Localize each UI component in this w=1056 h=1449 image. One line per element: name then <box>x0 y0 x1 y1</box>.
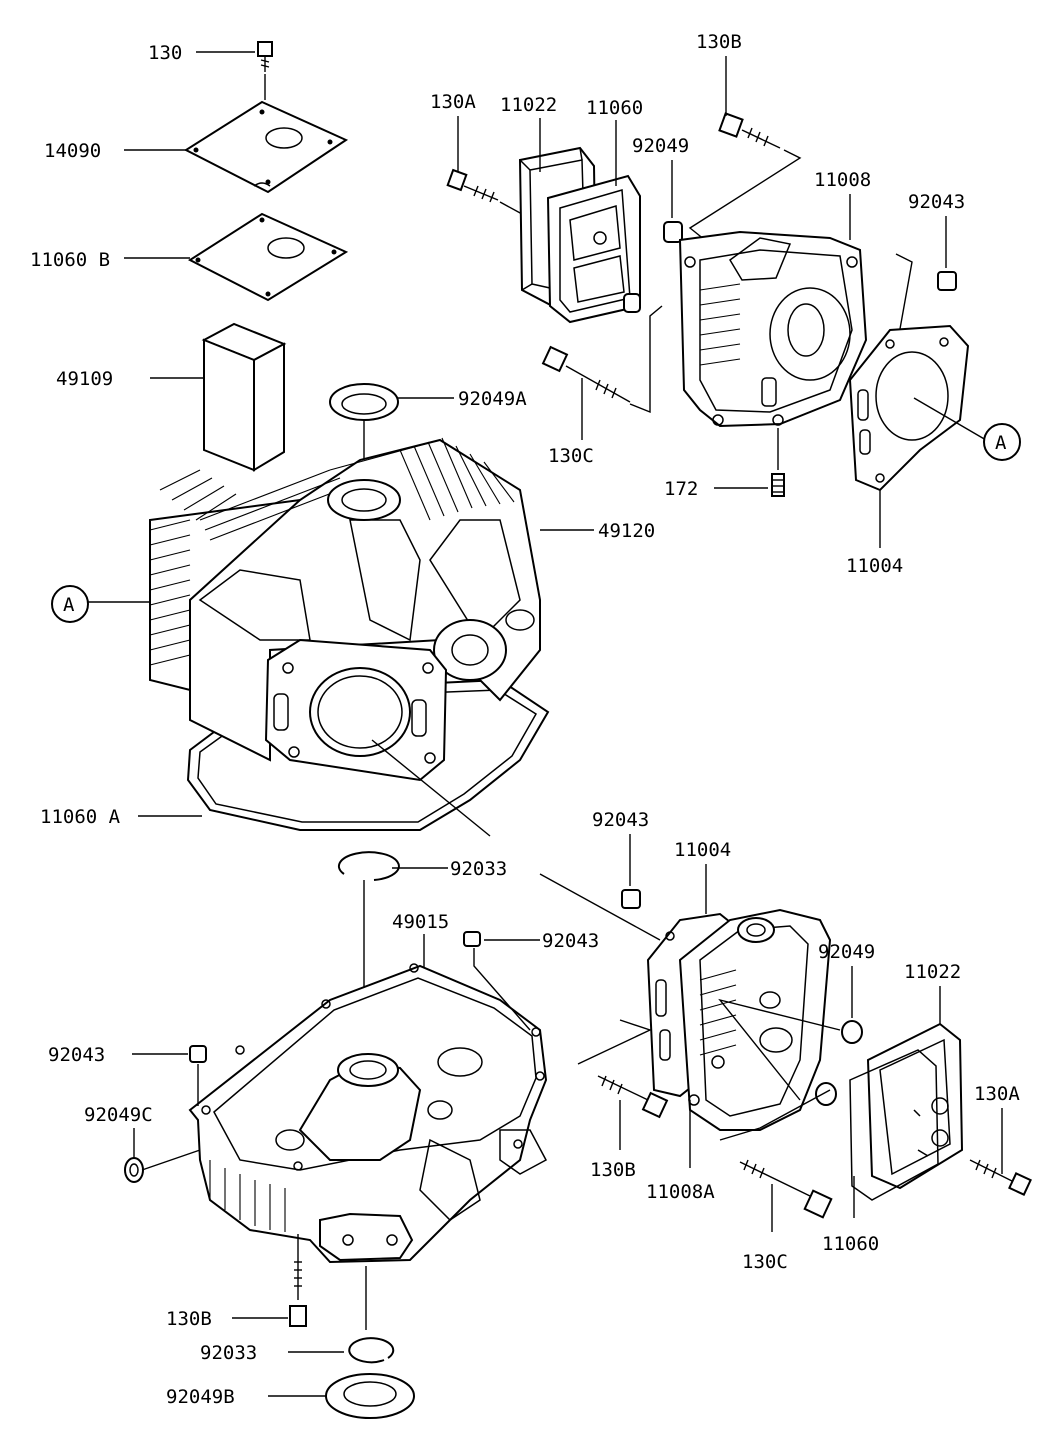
bolt-130a-top-part <box>446 168 523 215</box>
label-130a-top: 130A <box>430 91 476 113</box>
oil-seal-92049a-part <box>329 383 399 421</box>
label-172: 172 <box>664 478 698 500</box>
oil-seal-92049b-part <box>325 1373 415 1419</box>
label-11022-top: 11022 <box>500 94 557 116</box>
label-11004-top: 11004 <box>846 555 903 577</box>
reference-a-left-marker: A <box>51 585 89 623</box>
label-130b-top: 130B <box>696 31 742 53</box>
dowel-92043-left-part <box>189 1045 207 1063</box>
label-49109: 49109 <box>56 368 113 390</box>
bolt-130-part <box>257 41 273 100</box>
label-11008a: 11008A <box>646 1181 715 1203</box>
label-11060a: 11060 A <box>40 806 121 828</box>
seal-92049-low-part <box>815 1020 863 1106</box>
bolt-130b-bottom-part <box>289 1234 307 1327</box>
crankcase-cover-49015-part <box>188 963 548 1264</box>
label-11060-low: 11060 <box>822 1233 879 1255</box>
plug-172-part <box>771 473 785 497</box>
oil-seal-92049c-part <box>124 1157 144 1183</box>
gasket-11060b-part <box>187 212 349 302</box>
bolt-130b-low-part <box>597 1075 669 1119</box>
label-11060-top: 11060 <box>586 97 643 119</box>
label-130b-low: 130B <box>590 1159 636 1181</box>
bolt-130c-low-part <box>739 1159 833 1219</box>
bolt-130a-low-part <box>969 1159 1032 1196</box>
seal-92049-top-part <box>623 221 683 313</box>
head-gasket-11004-top-part <box>848 324 970 492</box>
label-92049a: 92049A <box>458 388 527 410</box>
crankcase-block-49120-part <box>149 437 550 831</box>
label-11008-top: 11008 <box>814 169 871 191</box>
bolt-130c-top-part <box>541 345 631 403</box>
label-130: 130 <box>148 42 182 64</box>
label-92043-lowright: 92043 <box>592 809 649 831</box>
label-49015: 49015 <box>392 911 449 933</box>
gasket-11060-low-part <box>849 1049 939 1201</box>
label-11004-low: 11004 <box>674 839 731 861</box>
filter-49109-part <box>201 322 287 472</box>
label-a-left: A <box>63 594 75 616</box>
dowel-92043-mid-part <box>463 931 481 947</box>
label-130c-low: 130C <box>742 1251 788 1273</box>
o-ring-92033-bottom-part <box>348 1337 395 1364</box>
label-a-right: A <box>995 432 1007 454</box>
label-49120: 49120 <box>598 520 655 542</box>
rocker-cover-11022-low-part <box>866 1022 964 1190</box>
label-92049b: 92049B <box>166 1386 235 1408</box>
bolt-130b-top-part <box>718 112 781 149</box>
label-14090: 14090 <box>44 140 101 162</box>
label-92049-low: 92049 <box>818 941 875 963</box>
dowel-92043-topright-part <box>937 271 957 291</box>
gasket-11060-top-part <box>546 174 641 324</box>
label-92033-bottom: 92033 <box>200 1342 257 1364</box>
label-11022-low: 11022 <box>904 961 961 983</box>
label-92043-topright: 92043 <box>908 191 965 213</box>
cylinder-head-11008a-part <box>678 908 832 1131</box>
label-92043-left: 92043 <box>48 1044 105 1066</box>
label-130a-low: 130A <box>974 1083 1020 1105</box>
label-92049-top: 92049 <box>632 135 689 157</box>
reference-a-right-marker: A <box>983 423 1021 461</box>
label-11060b: 11060 B <box>30 249 110 271</box>
o-ring-92033-top-part <box>337 851 400 881</box>
dowel-92043-lowright-part <box>621 889 641 909</box>
label-130b-bottom: 130B <box>166 1308 212 1330</box>
label-92043-mid: 92043 <box>542 930 599 952</box>
label-130c-top: 130C <box>548 445 594 467</box>
label-92033-top: 92033 <box>450 858 507 880</box>
cylinder-head-11008-part <box>678 230 868 428</box>
cover-plate-14090-part <box>183 100 349 194</box>
label-92049c: 92049C <box>84 1104 153 1126</box>
